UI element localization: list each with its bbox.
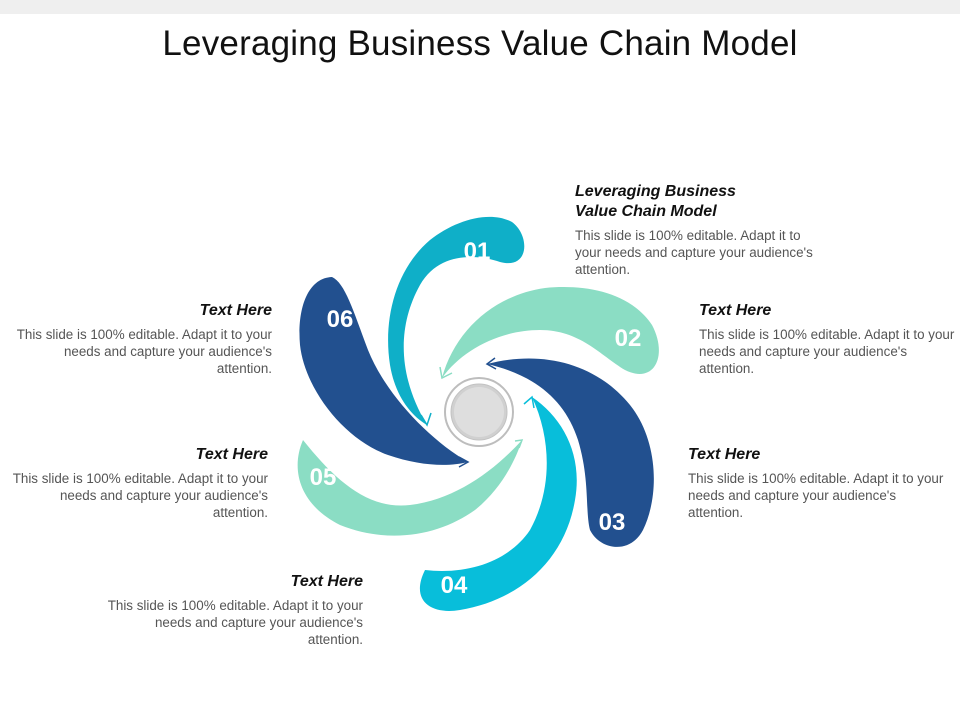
arrow-tip-06 bbox=[458, 456, 470, 468]
text-block-04-body: This slide is 100% editable. Adapt it to… bbox=[107, 598, 363, 647]
petal-number-05: 05 bbox=[310, 464, 337, 491]
text-block-05-body: This slide is 100% editable. Adapt it to… bbox=[12, 471, 268, 520]
text-block-04-heading: Text Here bbox=[290, 573, 363, 590]
text-block-03-heading: Text Here bbox=[688, 446, 761, 463]
petal-number-06: 06 bbox=[327, 306, 354, 333]
arrow-tip-01 bbox=[420, 412, 432, 427]
petal-02[interactable] bbox=[442, 287, 659, 378]
text-block-01: Leveraging Business Value Chain Model Th… bbox=[575, 182, 830, 278]
text-block-06-heading: Text Here bbox=[199, 302, 272, 319]
petal-number-01: 01 bbox=[464, 238, 491, 265]
text-block-05-heading: Text Here bbox=[195, 446, 268, 463]
arrow-tip-04 bbox=[523, 395, 535, 409]
arrow-tip-05 bbox=[514, 439, 524, 449]
petal-05[interactable] bbox=[297, 440, 522, 536]
text-block-05: Text Here This slide is 100% editable. A… bbox=[10, 445, 268, 521]
page-title: Leveraging Business Value Chain Model bbox=[162, 24, 798, 63]
petal-number-04: 04 bbox=[441, 572, 468, 599]
text-block-03: Text Here This slide is 100% editable. A… bbox=[688, 445, 946, 521]
hub-highlight bbox=[454, 387, 504, 437]
petal-number-02: 02 bbox=[615, 325, 642, 352]
petal-04[interactable] bbox=[419, 397, 577, 611]
petal-06[interactable] bbox=[299, 277, 468, 465]
petal-01[interactable] bbox=[388, 216, 525, 425]
text-block-01-heading: Leveraging Business Value Chain Model bbox=[575, 183, 736, 220]
petal-03[interactable] bbox=[487, 358, 654, 547]
top-bar bbox=[0, 0, 960, 14]
text-block-03-body: This slide is 100% editable. Adapt it to… bbox=[688, 471, 944, 520]
arrow-tip-02 bbox=[439, 366, 453, 380]
arrow-tip-03 bbox=[485, 357, 497, 370]
text-block-02-heading: Text Here bbox=[699, 302, 772, 319]
text-block-06-body: This slide is 100% editable. Adapt it to… bbox=[16, 327, 272, 376]
text-block-06: Text Here This slide is 100% editable. A… bbox=[14, 301, 272, 377]
text-block-02: Text Here This slide is 100% editable. A… bbox=[699, 301, 957, 377]
text-block-02-body: This slide is 100% editable. Adapt it to… bbox=[699, 327, 955, 376]
text-block-04: Text Here This slide is 100% editable. A… bbox=[105, 572, 363, 648]
petal-number-03: 03 bbox=[599, 509, 626, 536]
text-block-01-body: This slide is 100% editable. Adapt it to… bbox=[575, 228, 813, 277]
